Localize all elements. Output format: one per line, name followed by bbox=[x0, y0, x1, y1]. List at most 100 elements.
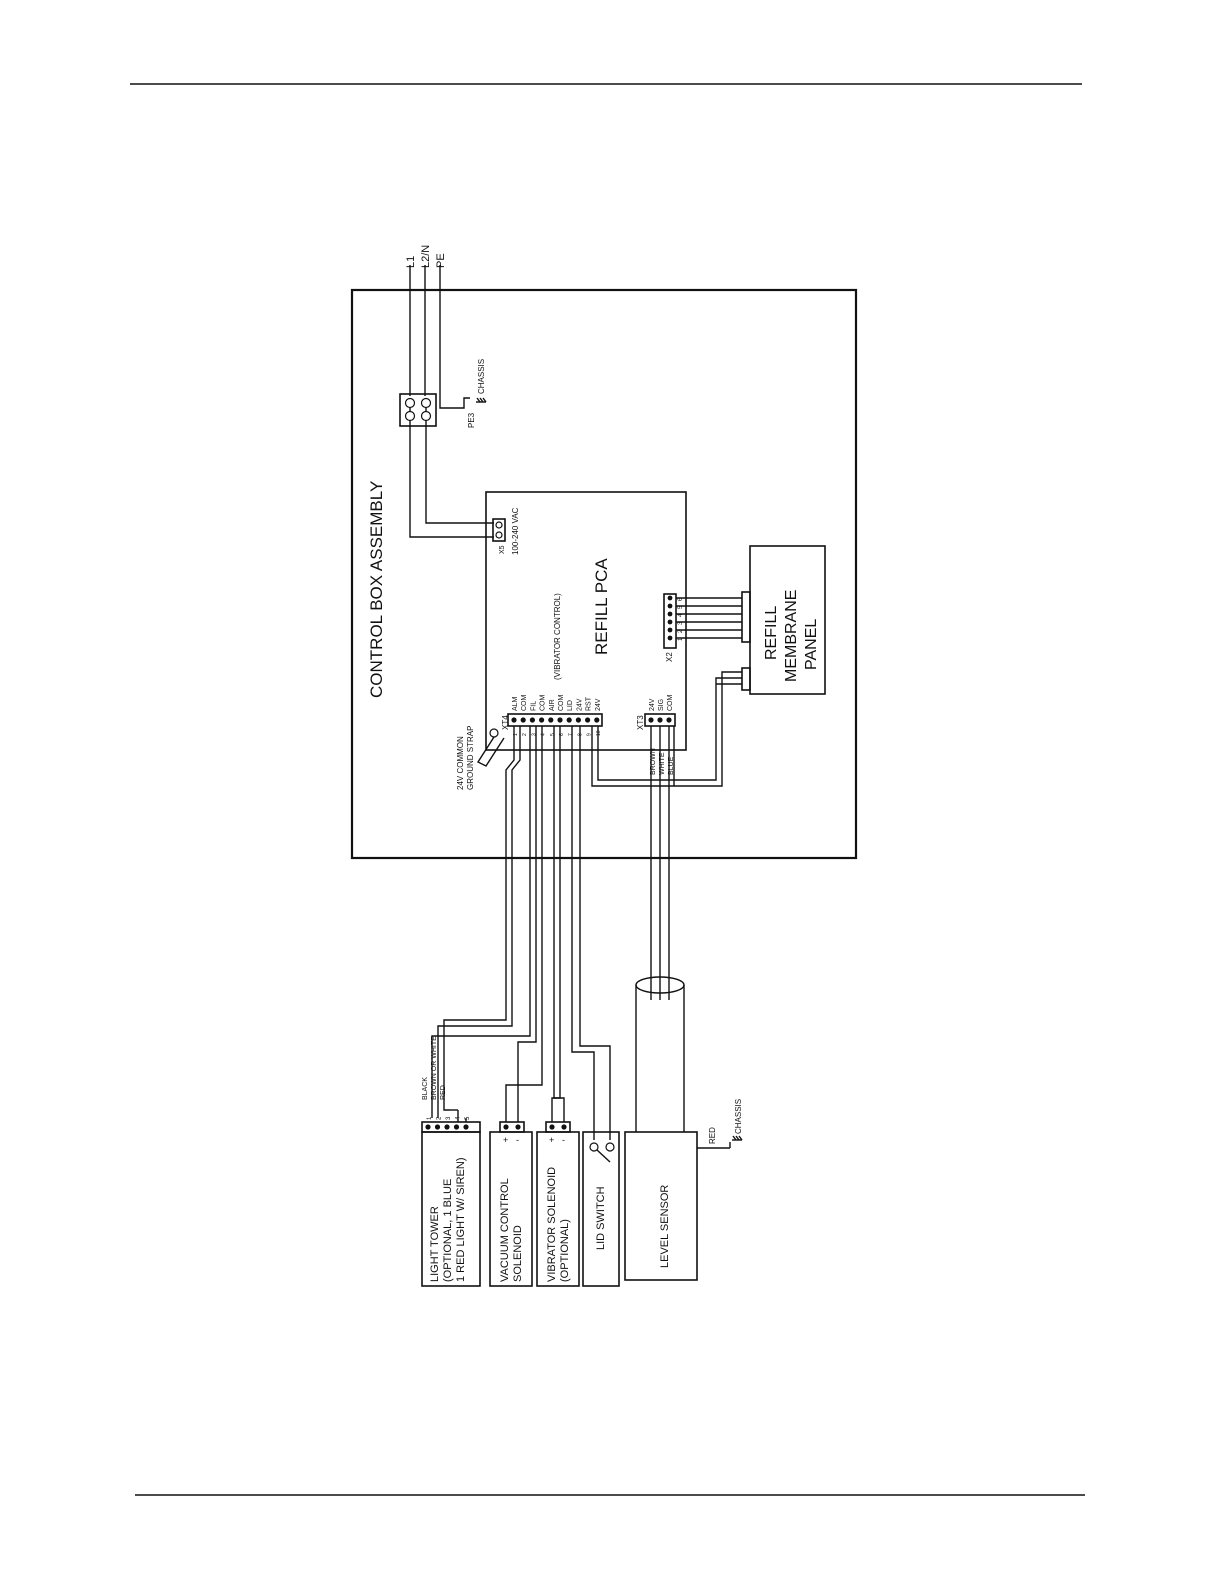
xt4-pin bbox=[548, 717, 554, 723]
vibrator-pin-minus: - bbox=[562, 1135, 565, 1145]
power-terminal-block bbox=[399, 393, 437, 427]
lid-switch-label: LID SWITCH bbox=[595, 1186, 607, 1250]
membrane-panel-box bbox=[749, 545, 826, 695]
chassis-ground-icon bbox=[476, 397, 487, 403]
vacuum-solenoid-label-2: SOLENOID bbox=[512, 1225, 524, 1282]
level-sensor-cable bbox=[635, 976, 685, 1132]
xt4-pin-label: ALM bbox=[512, 696, 519, 711]
light-tower-label-1: LIGHT TOWER bbox=[429, 1206, 441, 1282]
x2-pin-label: 1 bbox=[678, 637, 684, 641]
xt4-pin bbox=[575, 717, 582, 723]
refill-pca-board bbox=[485, 491, 687, 751]
chassis-ground-icon-bottom bbox=[732, 1135, 743, 1141]
x2-pin bbox=[667, 611, 673, 617]
x2-pin-label: 5 bbox=[678, 605, 684, 609]
xt4-pin-label: COM bbox=[521, 695, 528, 712]
reset-loop-wires bbox=[591, 671, 742, 787]
light-tower-wire-brown-or-white: BROWN OR WHITE bbox=[431, 1036, 438, 1100]
light-tower-pin-label: 3 bbox=[446, 1116, 452, 1120]
xt3-pin-label: 24V bbox=[649, 698, 656, 711]
xt4-device-wires bbox=[431, 726, 611, 1140]
vacuum-solenoid-label-1: VACUUM CONTROL bbox=[499, 1178, 511, 1282]
pe3-label: PE3 bbox=[467, 412, 476, 428]
light-tower-pin-label: 2 bbox=[437, 1116, 443, 1120]
xt4-pin bbox=[594, 717, 600, 723]
xt3-wire-brown: BROWN bbox=[650, 748, 657, 775]
ground-strap: 24V COMMON GROUND STRAP bbox=[456, 726, 505, 790]
ground-strap-label-1: 24V COMMON bbox=[456, 736, 465, 790]
xt4-pin-number: 3 bbox=[531, 733, 537, 736]
refill-pca-title: REFILL PCA bbox=[592, 558, 611, 655]
level-sensor-label: LEVEL SENSOR bbox=[659, 1185, 671, 1268]
xt4-pin-label: RST bbox=[586, 696, 593, 711]
light-tower-label-2: (OPTIONAL, 1 BLUE bbox=[442, 1179, 454, 1282]
x2-pin bbox=[667, 635, 673, 641]
ac-feed-wire-1 bbox=[409, 420, 494, 538]
line-label-l2n: L2/N bbox=[420, 245, 432, 268]
ac-feed-wire-2 bbox=[425, 420, 494, 524]
light-tower-pin bbox=[444, 1124, 450, 1130]
xt4-pin-number: 6 bbox=[559, 733, 565, 736]
light-tower-wire-black: BLACK bbox=[422, 1077, 429, 1100]
membrane-panel-label-1: REFILL bbox=[763, 606, 780, 660]
light-tower-wire-red: RED bbox=[440, 1085, 447, 1100]
control-box-title: CONTROL BOX ASSEMBLY bbox=[367, 481, 386, 698]
xt3-pin-label: SIG bbox=[658, 699, 665, 711]
x2-pin-label: 2 bbox=[678, 629, 684, 633]
xt4-pin-label: AIR bbox=[549, 699, 556, 711]
x2-pin bbox=[667, 619, 673, 625]
vacuum-pin-plus: + bbox=[503, 1135, 508, 1145]
x2-connector: X2 1 2 3 4 5 6 bbox=[663, 593, 684, 662]
x5-connector: X5 100-240 VAC bbox=[492, 507, 520, 555]
xt3-pin bbox=[648, 717, 654, 723]
refill-pca-subtitle: (VIBRATOR CONTROL) bbox=[553, 593, 562, 680]
control-box-enclosure bbox=[350, 288, 858, 860]
x2-label: X2 bbox=[665, 652, 674, 662]
light-tower-pin bbox=[463, 1124, 469, 1130]
light-tower-pin bbox=[425, 1124, 431, 1130]
power-input-lines: L1 L2/N PE bbox=[405, 245, 447, 396]
x2-pin-label: 3 bbox=[678, 621, 684, 625]
x2-pin-label: 6 bbox=[678, 597, 684, 601]
light-tower-pin bbox=[453, 1124, 460, 1130]
xt4-pin bbox=[520, 717, 526, 723]
xt4-pin-number: 9 bbox=[587, 733, 593, 736]
light-tower-pin bbox=[434, 1124, 441, 1130]
xt4-pin-label: 24V bbox=[576, 698, 583, 711]
xt4-pin-number: 7 bbox=[568, 733, 574, 736]
x2-pin bbox=[667, 627, 673, 633]
level-sensor-wire-red: RED bbox=[708, 1127, 717, 1144]
chassis-label-top: CHASSIS bbox=[477, 359, 486, 394]
xt4-pin-number: 5 bbox=[550, 733, 556, 736]
chassis-label-bottom: CHASSIS bbox=[734, 1099, 743, 1134]
xt3-wire-white: WHITE bbox=[659, 752, 666, 775]
light-tower-pin-label: 5 bbox=[465, 1116, 471, 1120]
xt4-pin-number: 1 bbox=[513, 733, 519, 736]
xt3-pin bbox=[657, 717, 663, 723]
x2-pin-label: 4 bbox=[678, 613, 684, 617]
xt4-connector: XT4 ALM1COM2FIL3COM4AIR5COM6LID724V8RST9… bbox=[501, 695, 603, 736]
xt3-pin bbox=[666, 717, 672, 723]
vacuum-pin-minus: - bbox=[516, 1135, 519, 1145]
xt4-pin bbox=[566, 717, 572, 723]
vibrator-solenoid-label-1: VIBRATOR SOLENOID bbox=[546, 1167, 558, 1282]
xt4-pin-number: 2 bbox=[522, 733, 528, 736]
xt4-pin bbox=[539, 717, 545, 723]
line-label-pe: PE bbox=[435, 253, 447, 268]
xt3-wire-blue: BLUE bbox=[668, 756, 675, 775]
x2-pin bbox=[667, 595, 673, 601]
xt4-pin-label: FIL bbox=[530, 701, 537, 711]
light-tower-label-3: 1 RED LIGHT W/ SIREN) bbox=[455, 1158, 467, 1282]
xt4-pin bbox=[511, 717, 517, 723]
line-label-l1: L1 bbox=[405, 256, 417, 268]
xt4-pin-label: 24V bbox=[595, 698, 602, 711]
xt3-pin-label: COM bbox=[667, 695, 674, 712]
x5-voltage-label: 100-240 VAC bbox=[511, 507, 520, 555]
ground-strap-label-2: GROUND STRAP bbox=[466, 726, 475, 790]
pe-chassis-ground: PE3 CHASSIS bbox=[439, 359, 487, 428]
xt4-pin-number: 10 bbox=[596, 730, 602, 736]
membrane-panel-label-3: PANEL bbox=[803, 619, 820, 670]
xt4-pin-label: LID bbox=[567, 700, 574, 711]
